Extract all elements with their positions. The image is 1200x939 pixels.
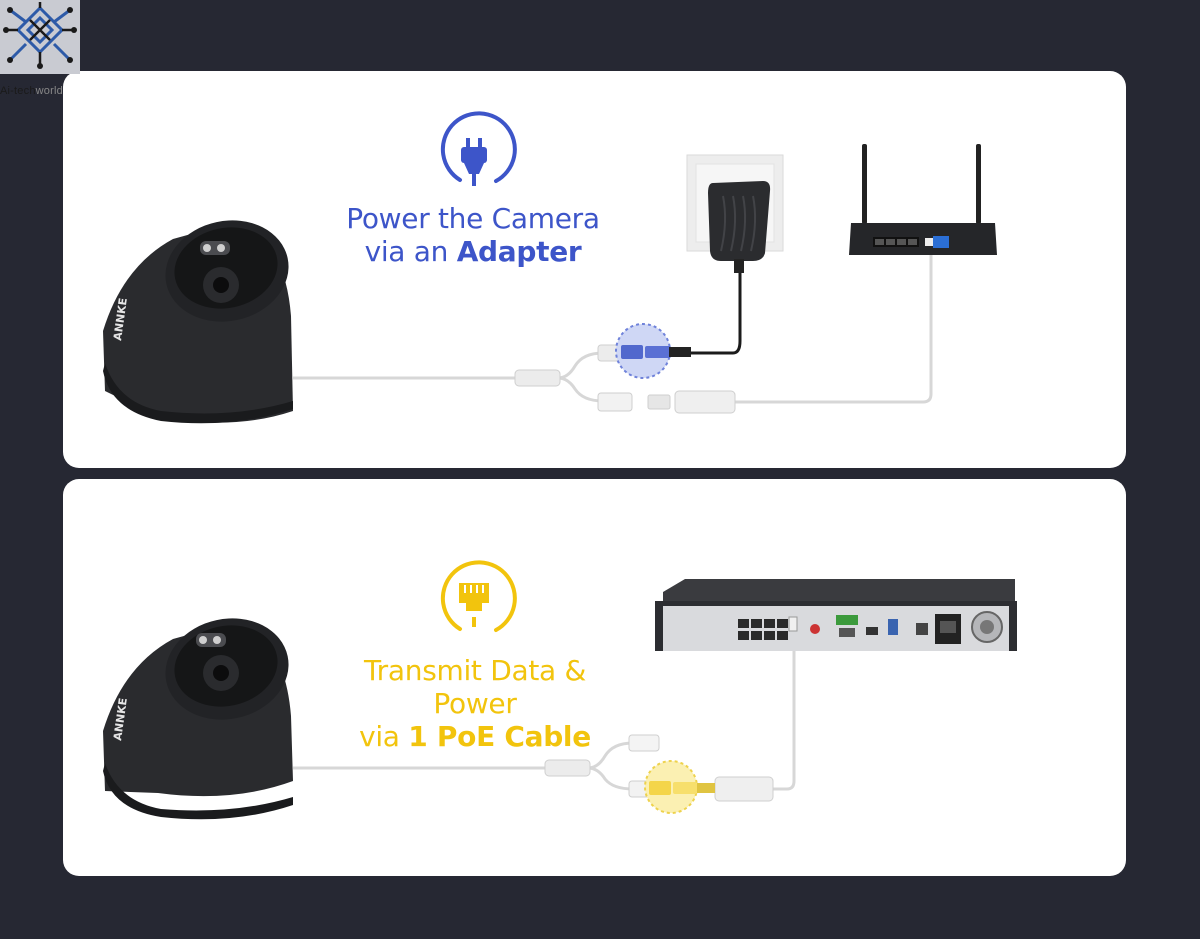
dome-camera: ANNKE <box>103 618 293 820</box>
watermark-text: Ai-techworld <box>0 85 63 97</box>
dome-camera: ANNKE <box>103 220 293 424</box>
watermark: Ai-techworld <box>0 0 82 100</box>
headline-line1: Transmit Data & Power <box>363 654 587 720</box>
wall-power-adapter <box>686 154 784 273</box>
power-plug-icon <box>440 111 517 186</box>
headline-line2: via 1 PoE Cable <box>359 720 591 753</box>
ethernet-port-icon <box>440 560 517 632</box>
circuit-chip-logo-icon <box>0 0 80 74</box>
camera-brand-label: ANNKE <box>111 697 130 741</box>
poe-headline: Transmit Data & Power via 1 PoE Cable <box>325 654 625 753</box>
camera-brand-label: ANNKE <box>111 297 130 341</box>
wifi-router <box>849 144 997 255</box>
adapter-power-panel: ANNKE <box>63 71 1126 468</box>
headline-line1: Power the Camera <box>346 202 600 235</box>
poe-panel: ANNKE <box>63 479 1126 876</box>
headline-line2: via an Adapter <box>364 235 582 268</box>
adapter-headline: Power the Camera via an Adapter <box>343 202 603 268</box>
nvr-recorder <box>655 579 1017 651</box>
